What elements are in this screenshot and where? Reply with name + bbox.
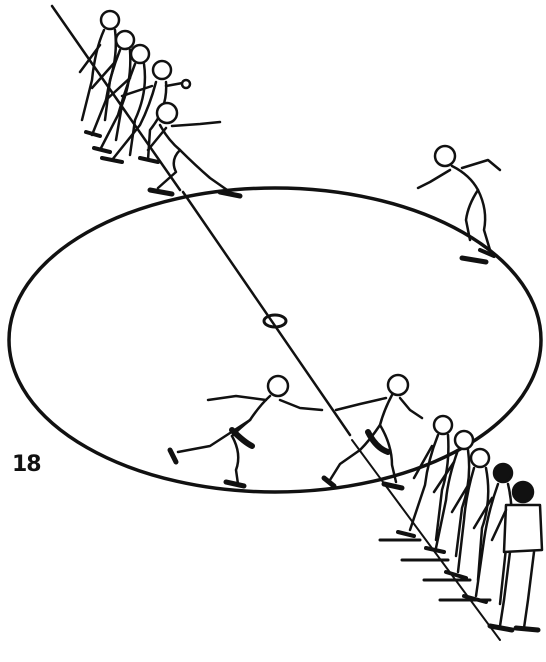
player-leaning-start: [148, 103, 240, 196]
runner-right: [418, 146, 500, 262]
team-queue-bottom-right: [380, 416, 542, 630]
center-line: [52, 6, 500, 640]
player-queue-top-3: [94, 45, 149, 155]
figure-number-label: 18: [12, 452, 41, 477]
player-queue-bottom-5: [490, 482, 542, 630]
runner-center-left: [170, 376, 322, 486]
team-queue-top-left: [80, 11, 240, 196]
